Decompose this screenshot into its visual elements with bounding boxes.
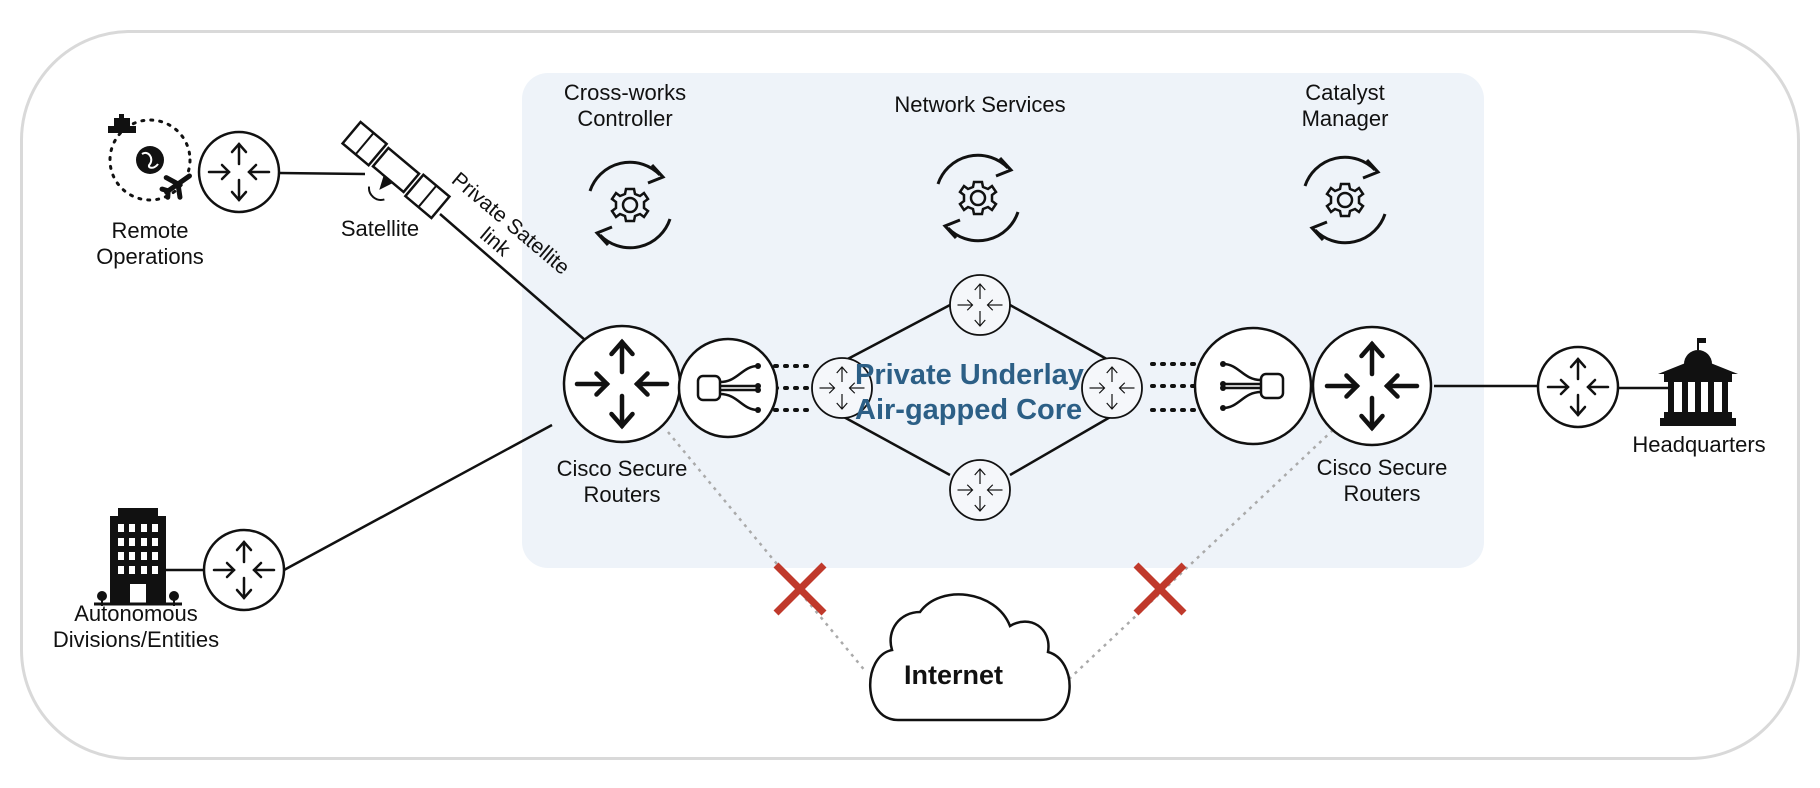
diagram-frame [20, 30, 1800, 760]
remote-to-satellite-link [278, 171, 366, 176]
catalyst-line2: Manager [1301, 106, 1389, 131]
links [165, 171, 1668, 572]
internet-label: Internet [904, 660, 1004, 690]
catalyst-manager-label: Catalyst Manager [1290, 80, 1400, 132]
ship-globe-plane-icon [108, 114, 192, 202]
csr-left-line2: Routers [583, 482, 661, 507]
satellite-icon [340, 120, 452, 220]
autonomous-line1: Autonomous [74, 601, 198, 626]
dotted-links [773, 362, 1200, 412]
remote-operations-line2: Operations [96, 244, 204, 269]
private-underlay-line2: Air-gapped Core [855, 394, 1083, 426]
office-building-icon [94, 508, 182, 606]
router-icon-remote [197, 130, 281, 214]
private-underlay-line1: Private Underlay [855, 359, 1084, 391]
crossworks-gear-icon [588, 160, 672, 250]
government-building-icon [1658, 338, 1738, 426]
remote-operations-label: Remote Operations [82, 218, 218, 270]
crossworks-controller-label: Cross-works Controller [550, 80, 700, 132]
crossworks-line1: Cross-works [563, 80, 687, 105]
cisco-secure-routers-left-label: Cisco Secure Routers [540, 456, 704, 508]
satellite-to-router-link [439, 213, 586, 341]
network-services-gear-icon [936, 153, 1020, 243]
cloud-icon [869, 593, 1071, 722]
optical-port-left [677, 337, 779, 439]
blocked-x-right [1133, 562, 1187, 616]
router-icon-autonomous [202, 528, 286, 612]
network-services-label: Network Services [894, 92, 1066, 117]
cisco-secure-routers-right-label: Cisco Secure Routers [1300, 455, 1464, 507]
private-underlay-title: Private Underlay Air-gapped Core [855, 358, 1084, 428]
autonomous-to-router-link [283, 423, 553, 572]
autonomous-divisions-label: Autonomous Divisions/Entities [36, 601, 236, 653]
satellite-label: Satellite [340, 216, 420, 241]
catalyst-gear-icon [1303, 155, 1387, 245]
crossworks-line2: Controller [577, 106, 673, 131]
core-router-left [811, 357, 873, 419]
blocked-x-left [773, 562, 827, 616]
router-icon-headquarters [1536, 345, 1620, 429]
headquarters-label: Headquarters [1632, 432, 1766, 457]
core-router-right [1081, 357, 1143, 419]
autonomous-line2: Divisions/Entities [52, 627, 220, 652]
csr-right-line2: Routers [1343, 481, 1421, 506]
csr-right-line1: Cisco Secure [1316, 455, 1448, 480]
catalyst-line1: Catalyst [1305, 80, 1385, 105]
csr-left-line1: Cisco Secure [556, 456, 688, 481]
core-router-bottom [949, 459, 1011, 521]
router-icon-right-main [1311, 325, 1433, 447]
remote-operations-line1: Remote [111, 218, 189, 243]
optical-port-right [1193, 326, 1313, 446]
router-icon-left-main [562, 324, 682, 444]
core-router-top [949, 274, 1011, 336]
